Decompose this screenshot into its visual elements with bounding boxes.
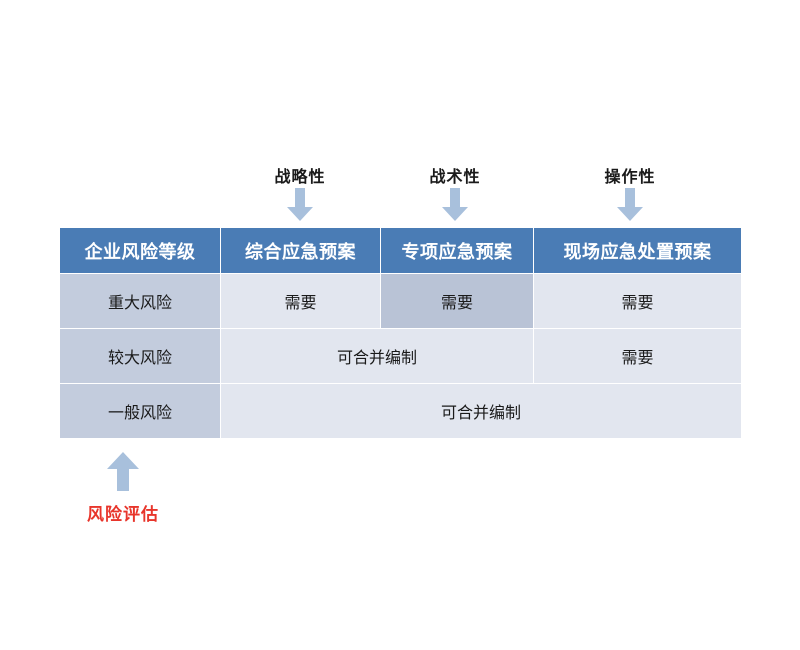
cell-relmajor-onsite: 需要 [533, 328, 742, 384]
arrow-down-icon [440, 188, 470, 222]
cell-general-merged-plan: 可合并编制 [220, 383, 742, 439]
cell-major-onsite: 需要 [533, 273, 742, 329]
cell-major-special: 需要 [380, 273, 534, 329]
cell-relmajor-merged-plan: 可合并编制 [220, 328, 534, 384]
table-header-row: 企业风险等级 综合应急预案 专项应急预案 现场应急处置预案 [59, 227, 742, 274]
column-header-risk-level: 企业风险等级 [59, 227, 221, 274]
annotation-label-tactical: 战术性 [429, 167, 481, 186]
table-row: 较大风险 可合并编制 需要 [59, 328, 742, 384]
risk-plan-matrix-table: 企业风险等级 综合应急预案 专项应急预案 现场应急处置预案 重大风险 需要 需要… [59, 227, 742, 439]
row-header-general-risk: 一般风险 [59, 383, 221, 439]
column-header-special-plan: 专项应急预案 [380, 227, 534, 274]
table-row: 重大风险 需要 需要 需要 [59, 273, 742, 329]
annotation-label-operational: 操作性 [604, 167, 656, 186]
arrow-up-icon [105, 452, 141, 492]
row-header-relatively-major-risk: 较大风险 [59, 328, 221, 384]
arrow-down-icon [285, 188, 315, 222]
annotation-label-strategic: 战略性 [274, 167, 326, 186]
arrow-down-icon [615, 188, 645, 222]
cell-major-comprehensive: 需要 [220, 273, 381, 329]
row-header-major-risk: 重大风险 [59, 273, 221, 329]
annotation-label-risk-assessment: 风险评估 [87, 505, 159, 525]
column-header-onsite-plan: 现场应急处置预案 [533, 227, 742, 274]
table-row: 一般风险 可合并编制 [59, 383, 742, 439]
column-header-comprehensive-plan: 综合应急预案 [220, 227, 381, 274]
